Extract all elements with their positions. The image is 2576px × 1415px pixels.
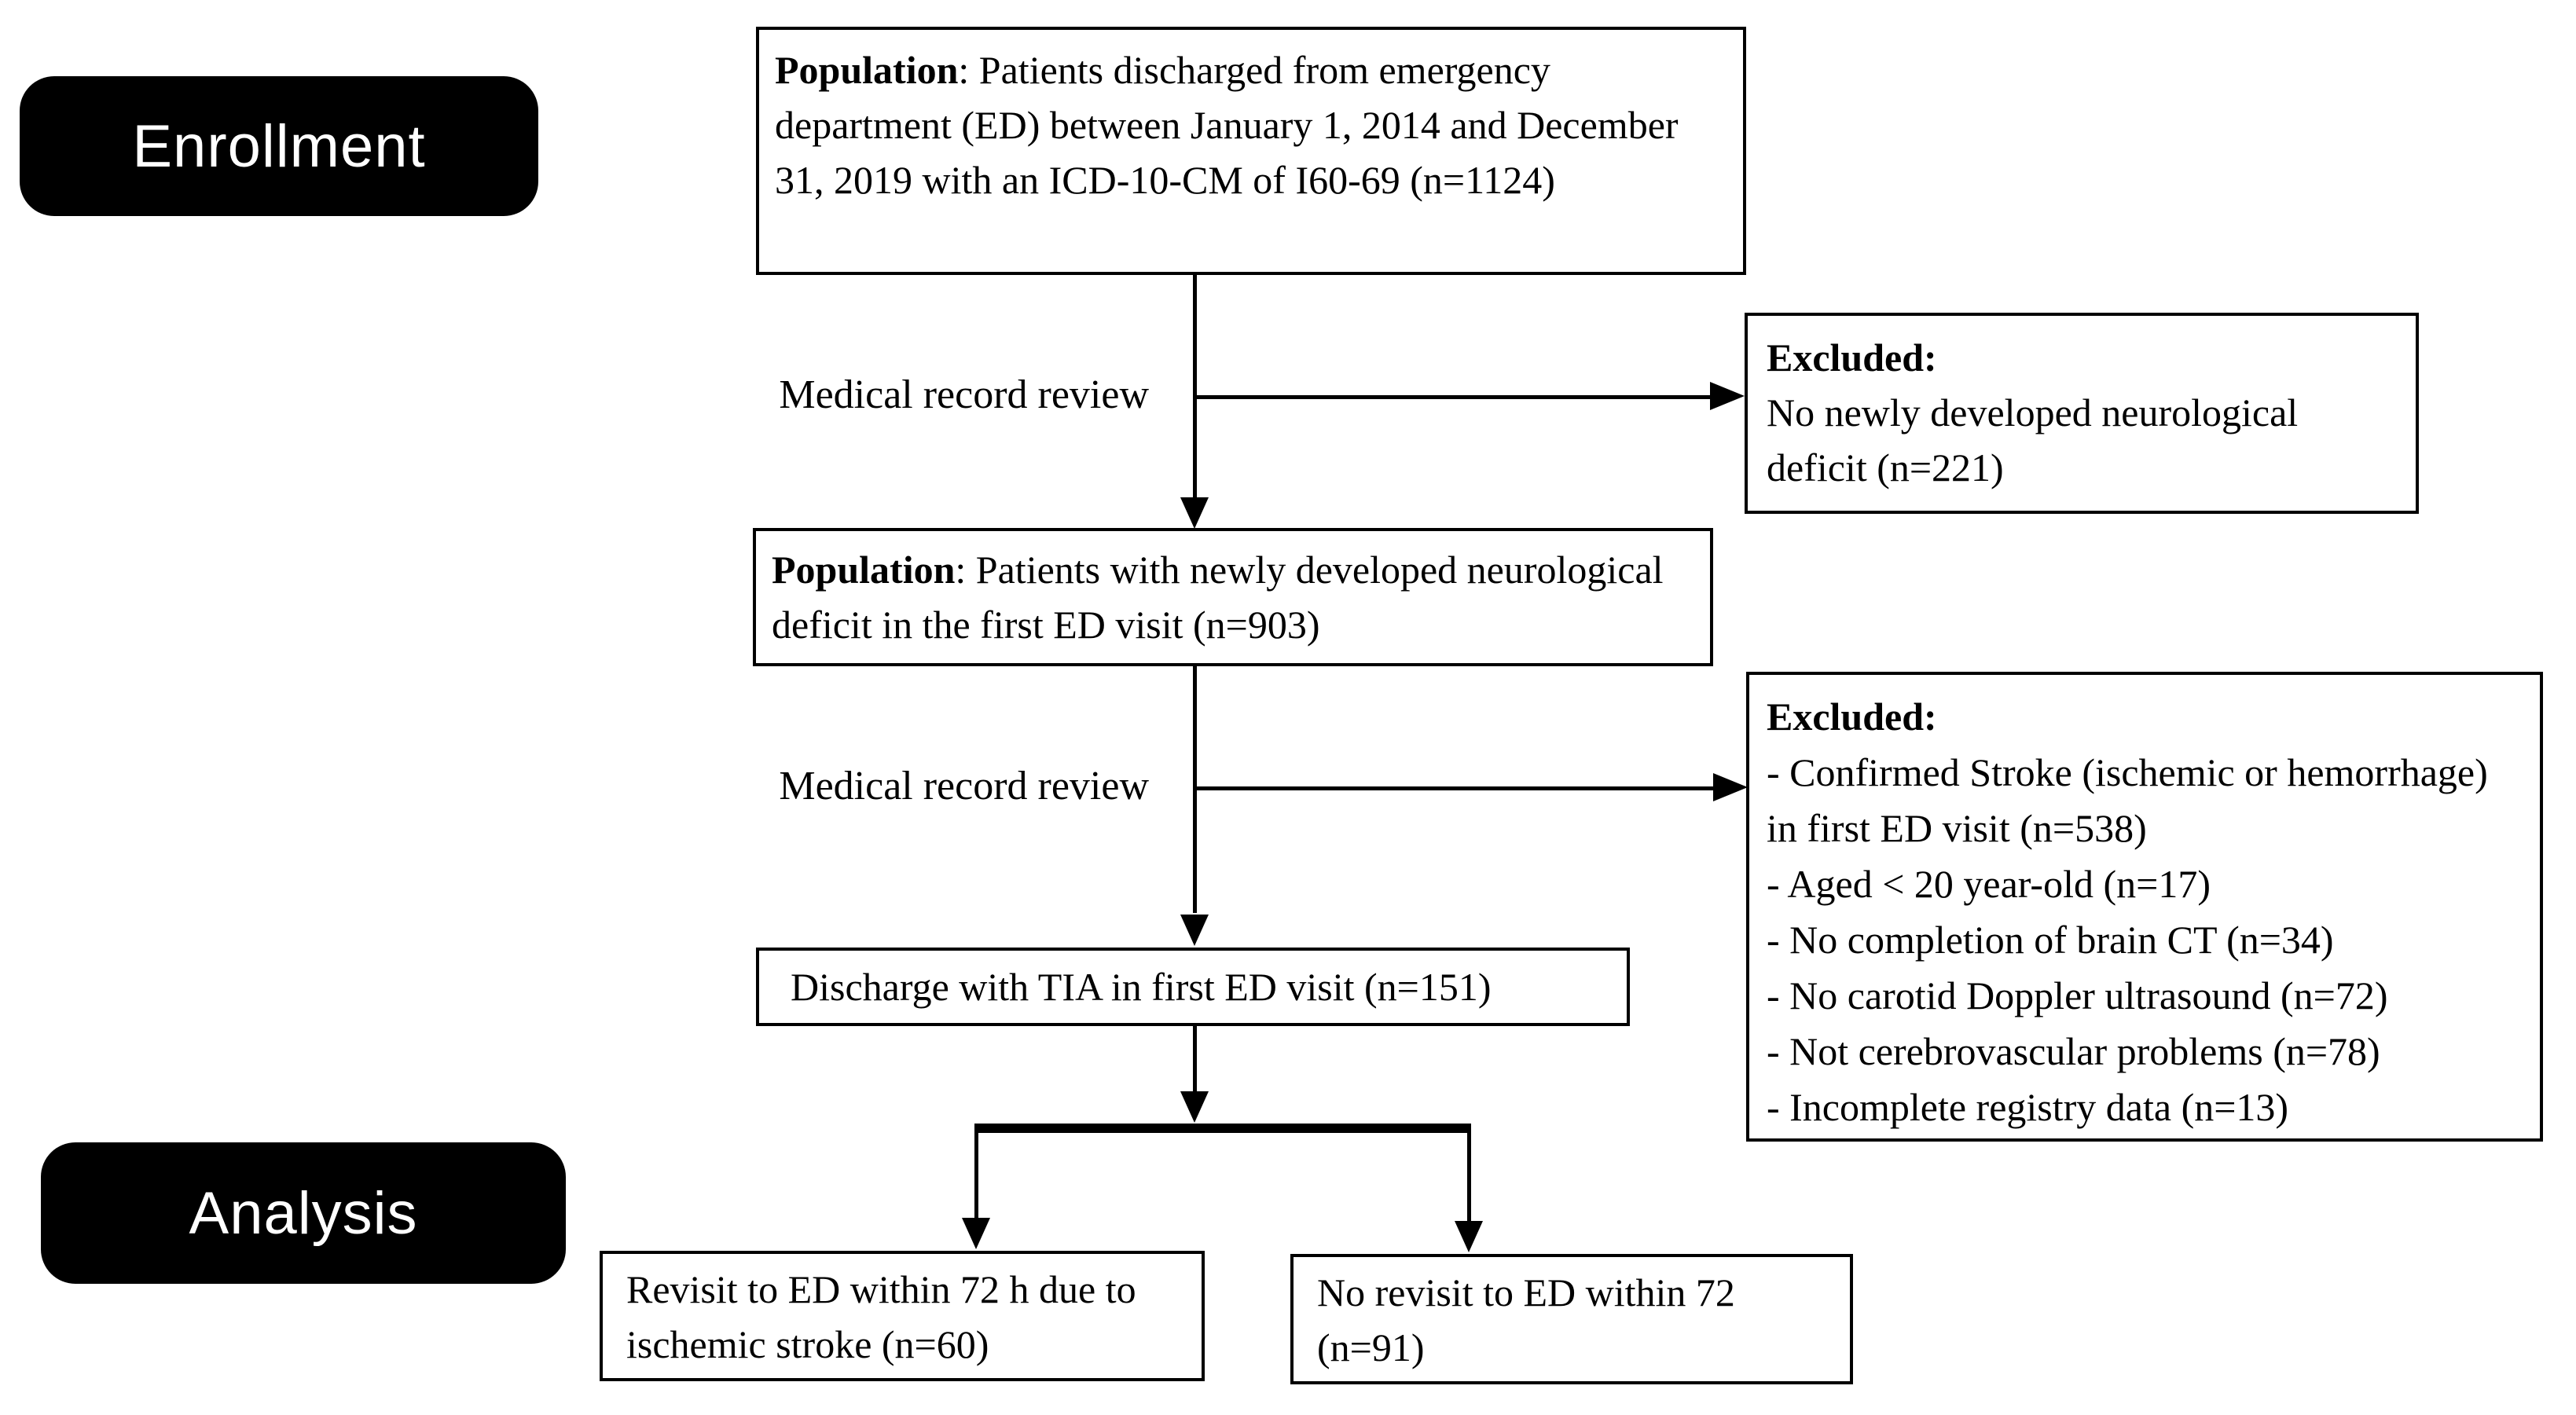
population-2-prefix: Population xyxy=(772,548,956,592)
arrowhead-pop2-to-tia xyxy=(1180,915,1209,946)
excluded-box-1: Excluded: No newly developed neurologica… xyxy=(1745,313,2419,514)
revisit-text: Revisit to ED within 72 h due to ischemi… xyxy=(626,1267,1136,1366)
excluded-box-2: Excluded: - Confirmed Stroke (ischemic o… xyxy=(1746,672,2543,1142)
tia-text: Discharge with TIA in first ED visit (n=… xyxy=(791,965,1492,1009)
excluded-2-item: - Not cerebrovascular problems (n=78) xyxy=(1767,1029,2380,1073)
analysis-stage-label: Analysis xyxy=(189,1179,418,1247)
arrowhead-to-no-revisit xyxy=(1455,1221,1483,1252)
excluded-2-item: - No completion of brain CT (n=34) xyxy=(1767,918,2334,962)
excluded-2-item: - Incomplete registry data (n=13) xyxy=(1767,1085,2289,1129)
arrowhead-to-revisit xyxy=(962,1218,990,1249)
review-label-2: Medical record review xyxy=(779,764,1149,808)
population-box-2: Population: Patients with newly develope… xyxy=(753,528,1713,666)
arrowhead-to-excluded-2 xyxy=(1713,773,1748,801)
population-2-text: Population: Patients with newly develope… xyxy=(772,542,1702,652)
excluded-2-item: - Aged < 20 year-old (n=17) xyxy=(1767,862,2211,906)
population-1-body: : Patients discharged from emergency dep… xyxy=(775,48,1679,202)
split-drop-left xyxy=(974,1133,978,1218)
enrollment-stage-badge: Enrollment xyxy=(20,76,538,216)
excluded-1-body: No newly developed neurological deficit … xyxy=(1767,390,2299,489)
arrow-line-tia-to-split xyxy=(1193,1026,1197,1092)
review-label-1: Medical record review xyxy=(779,372,1149,417)
arrow-line-pop1-to-pop2 xyxy=(1193,275,1197,499)
arrowhead-pop1-to-pop2 xyxy=(1180,497,1209,529)
tia-box: Discharge with TIA in first ED visit (n=… xyxy=(756,948,1630,1026)
analysis-stage-badge: Analysis xyxy=(41,1142,566,1284)
branch-line-to-excluded-2 xyxy=(1193,786,1713,790)
no-revisit-box: No revisit to ED within 72 (n=91) xyxy=(1290,1254,1853,1384)
excluded-2-item: - Confirmed Stroke (ischemic or hemorrha… xyxy=(1767,750,2488,850)
arrowhead-tia-to-split xyxy=(1180,1091,1209,1123)
branch-line-to-excluded-1 xyxy=(1193,395,1710,399)
population-1-prefix: Population xyxy=(775,48,959,92)
split-bar xyxy=(974,1124,1471,1133)
population-1-text: Population: Patients discharged from eme… xyxy=(775,42,1679,207)
population-2-body: : Patients with newly developed neurolog… xyxy=(772,548,1664,647)
revisit-box: Revisit to ED within 72 h due to ischemi… xyxy=(600,1251,1205,1381)
excluded-1-heading: Excluded: xyxy=(1767,335,1937,379)
enrollment-stage-label: Enrollment xyxy=(132,112,426,180)
population-box-1: Population: Patients discharged from eme… xyxy=(756,27,1746,275)
split-drop-right xyxy=(1467,1133,1471,1221)
arrowhead-to-excluded-1 xyxy=(1710,382,1745,410)
excluded-2-item: - No carotid Doppler ultrasound (n=72) xyxy=(1767,973,2388,1017)
excluded-2-heading: Excluded: xyxy=(1767,695,1937,739)
no-revisit-text: No revisit to ED within 72 (n=91) xyxy=(1317,1270,1735,1369)
